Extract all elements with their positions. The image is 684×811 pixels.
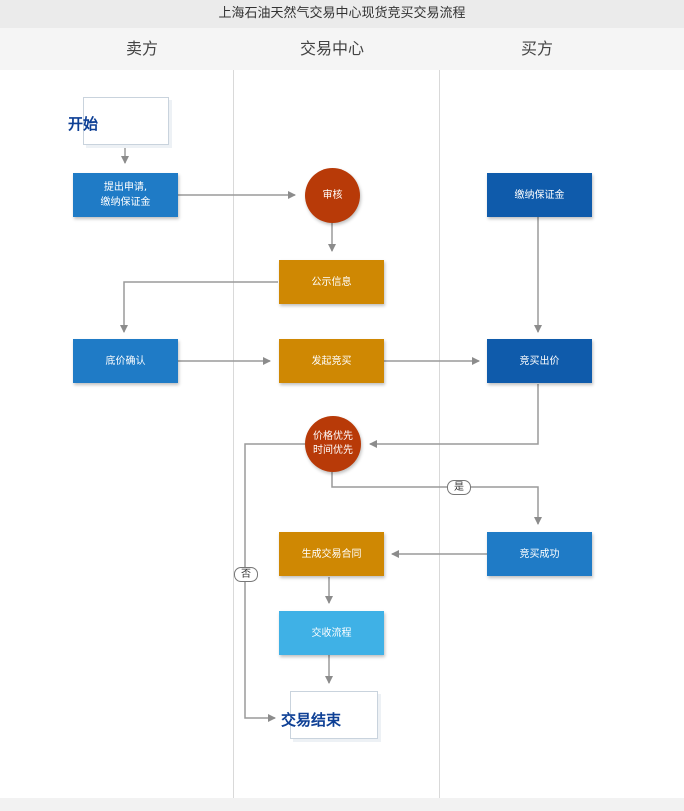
footer-band [0,798,684,811]
lane-separator [439,70,440,798]
start-label: 开始 [68,115,99,133]
edge-label-no: 否 [234,567,258,582]
node-review: 审核 [305,168,360,223]
node-generate-contract: 生成交易合同 [279,532,384,576]
end-label: 交易结束 [281,711,342,729]
node-bid: 竞买出价 [487,339,592,383]
node-price-time-priority: 价格优先 时间优先 [305,416,361,472]
start-terminal [83,97,169,145]
diagram-title: 上海石油天然气交易中心现货竞买交易流程 [0,0,684,28]
node-publish-info: 公示信息 [279,260,384,304]
header-band [0,28,684,70]
lane-header-center: 交易中心 [299,39,364,58]
end-terminal [290,691,378,739]
edge-label-yes: 是 [447,480,471,495]
node-buyer-deposit: 缴纳保证金 [487,173,592,217]
node-apply-deposit: 提出申请, 缴纳保证金 [73,173,178,217]
edge-bid-to-priority [369,384,539,448]
lane-separator [233,70,234,798]
node-launch-auction: 发起竞买 [279,339,384,383]
node-reserve-confirm: 底价确认 [73,339,178,383]
node-delivery-process: 交收流程 [279,611,384,655]
edge-priority-yes-to-success [331,472,542,525]
lane-header-buyer: 买方 [520,39,553,58]
edge-publish-to-reserve [120,281,278,333]
lane-header-seller: 卖方 [125,39,158,58]
node-bid-success: 竞买成功 [487,532,592,576]
